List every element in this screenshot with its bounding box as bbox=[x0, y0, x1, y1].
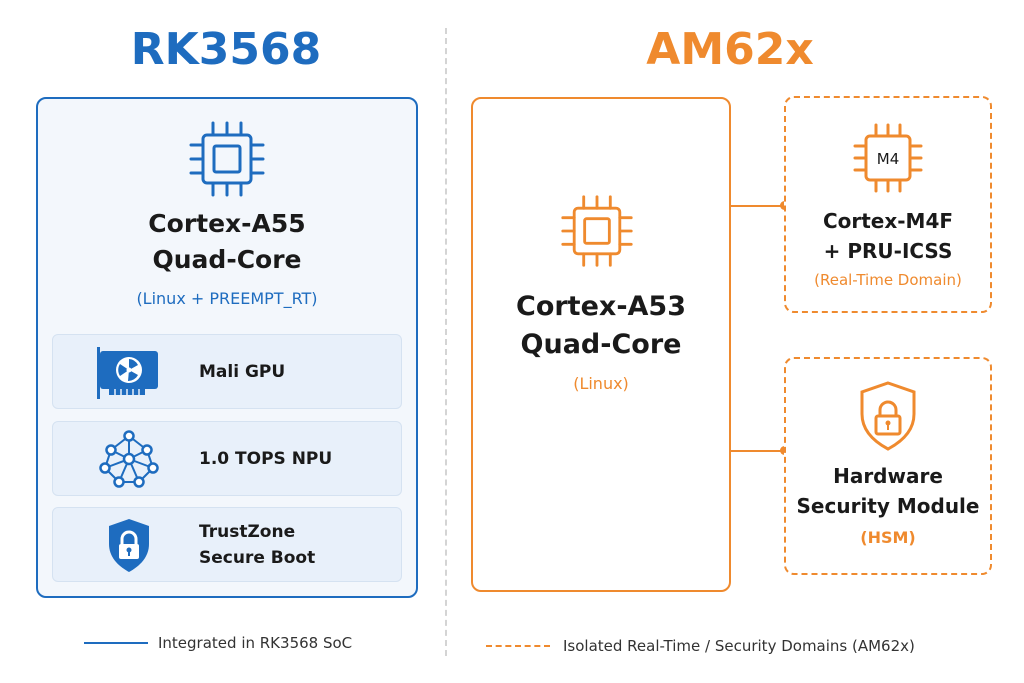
gpu-card-icon bbox=[97, 347, 158, 399]
cpu-chip-icon bbox=[189, 121, 265, 197]
feature-gpu-label: Mali GPU bbox=[199, 361, 286, 382]
legend-dashed-label: Isolated Real-Time / Security Domains (A… bbox=[563, 637, 915, 655]
rk3568-core-label: Cortex-A55 Quad-Core bbox=[36, 206, 418, 278]
feature-npu: 1.0 TOPS NPU bbox=[52, 421, 402, 496]
am62x-core-count: Quad-Core bbox=[520, 329, 682, 360]
cpu-chip-icon bbox=[561, 195, 633, 267]
feature-npu-label: 1.0 TOPS NPU bbox=[199, 448, 333, 469]
rk3568-core-name: Cortex-A55 bbox=[148, 209, 306, 238]
center-divider bbox=[445, 28, 447, 656]
am62x-core-label: Cortex-A53 Quad-Core bbox=[471, 288, 731, 364]
mcu-chip-icon: M4 bbox=[853, 123, 923, 193]
connector-hsm bbox=[731, 450, 784, 452]
feature-gpu: Mali GPU bbox=[52, 334, 402, 409]
m4-domain-label: (Real-Time Domain) bbox=[814, 271, 962, 289]
m4-name-label: Cortex-M4F + PRU-ICSS bbox=[822, 209, 954, 263]
legend-dashed-line bbox=[486, 645, 550, 647]
feature-trustzone: TrustZone Secure Boot bbox=[52, 507, 402, 582]
hsm-name-label: Hardware Security Module bbox=[796, 464, 980, 518]
hsm-domain-box bbox=[784, 357, 992, 575]
neural-network-icon bbox=[99, 430, 159, 488]
am62x-title: AM62x bbox=[646, 24, 814, 75]
rk3568-title: RK3568 bbox=[130, 24, 322, 75]
shield-lock-icon bbox=[860, 381, 916, 451]
rk3568-os-label: (Linux + PREEMPT_RT) bbox=[136, 289, 318, 308]
am62x-os-label: (Linux) bbox=[573, 374, 629, 393]
am62x-main-panel bbox=[471, 97, 731, 592]
connector-m4 bbox=[731, 205, 784, 207]
mcu-chip-text: M4 bbox=[877, 150, 900, 168]
shield-lock-icon bbox=[109, 519, 149, 572]
legend-solid-line bbox=[84, 642, 148, 644]
hsm-abbr-label: (HSM) bbox=[860, 528, 916, 547]
rk3568-core-count: Quad-Core bbox=[152, 245, 302, 274]
legend-solid-label: Integrated in RK3568 SoC bbox=[158, 634, 353, 652]
am62x-core-name: Cortex-A53 bbox=[516, 291, 686, 322]
feature-trustzone-label: TrustZone Secure Boot bbox=[199, 521, 316, 568]
